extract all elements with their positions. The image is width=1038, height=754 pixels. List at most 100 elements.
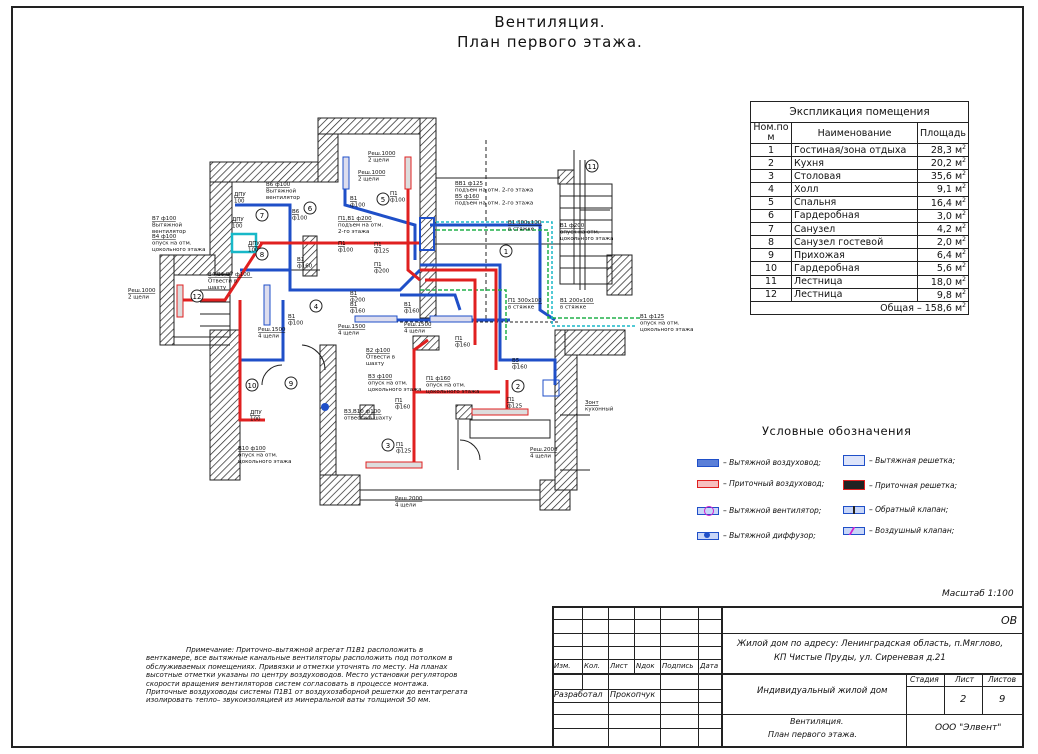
address-line-2: КП Чистые Пруды, ул. Сиреневая д.21 — [774, 653, 946, 663]
annotation-line: 2 щели — [128, 295, 149, 301]
legend-label: – Приточный воздуховод; — [723, 479, 825, 488]
title-block: Изм. Кол. Лист Nдок Подпись Дата Разрабо… — [552, 606, 1024, 748]
annotation-line: ф100 — [350, 203, 366, 209]
col-name: Наименование — [790, 122, 919, 144]
annotation-line: В5 ф160 — [455, 194, 480, 200]
note-line: Приточные воздуховоды системы П1В1 от во… — [146, 688, 468, 697]
legend-item-exhaust-diffuser: – Вытяжной диффузор; — [697, 531, 816, 540]
room-name: Санузел — [790, 221, 919, 237]
room-area: 20,2 м2 — [917, 156, 969, 171]
room-name: Спальня — [790, 195, 919, 210]
annotation-line: в стяжке — [508, 305, 535, 311]
area-value: 9,8 — [936, 289, 952, 301]
annotation-line: ф160 — [455, 343, 471, 349]
room-number-1: 1 — [499, 244, 513, 258]
room-number-5: 5 — [376, 192, 390, 206]
annotation-line: П1 300х100 — [508, 298, 542, 304]
legend-label: – Обратный клапан; — [869, 505, 949, 514]
annotation-line: В5 — [512, 358, 520, 364]
area-value: 6,4 — [936, 250, 952, 262]
room-number-4: 4 — [309, 299, 323, 313]
area-unit: м — [955, 250, 963, 262]
annotation-line: Реш.1500 — [338, 324, 366, 330]
doc-code: ОВ — [1001, 614, 1018, 627]
annotation-line: 100 — [248, 248, 259, 254]
note: Примечание: Приточно–вытяжной агрегат П1… — [146, 646, 546, 705]
wall — [564, 329, 626, 356]
note-line: скорости вращения вентиляторов систем со… — [146, 679, 429, 688]
exhaust-grille — [263, 284, 271, 326]
area-value: 35,6 — [930, 171, 952, 183]
legend-title: Условные обозначения — [762, 424, 912, 438]
wall — [319, 344, 337, 496]
area-unit: м — [955, 184, 963, 196]
annotation-line: Реш.2000 — [395, 496, 423, 502]
annotation-line: цокольного этажа — [426, 389, 479, 395]
walls — [159, 117, 633, 511]
annotation-line: в стяжке — [508, 227, 535, 233]
explication-table: Экспликация помещения Ном.по м Наименова… — [750, 101, 969, 316]
area-unit: м — [955, 224, 963, 236]
exhaust-duct — [400, 293, 462, 311]
annotation-line: 2 щели — [368, 158, 389, 164]
exhaust-grille — [354, 315, 398, 323]
annotation-line: ВВ1 ф125 — [455, 181, 483, 187]
kitchen-hood — [542, 379, 560, 397]
annotation-line: 4 щели — [258, 334, 279, 340]
area-value: 20,2 — [930, 158, 952, 170]
room-label: 8 — [260, 251, 264, 259]
annotation-line: 4 щели — [338, 331, 359, 337]
title-line-2: План первого этажа. — [457, 33, 643, 51]
exhaust-fan-icon — [697, 505, 719, 516]
annotation-line: ДПУ — [248, 241, 260, 247]
annotation-line: ф100 — [338, 248, 354, 254]
exhaust-duct-icon — [697, 458, 719, 467]
exhaust-grille — [342, 156, 350, 190]
annotation-line: 4 щели — [395, 503, 416, 509]
legend-item-exhaust-fan: – Вытяжной вентилятор; — [697, 505, 821, 516]
exhaust-diffuser — [321, 403, 329, 411]
wall — [209, 329, 241, 481]
legend-item-supply-grille: – Приточная решетка; — [843, 480, 957, 490]
room-label: 3 — [386, 442, 390, 450]
annotation-line: цокольного этажа — [560, 236, 613, 242]
room-number-10: 10 — [245, 378, 259, 392]
area-unit: м — [955, 171, 963, 183]
note-line: изолировать тепло– звукоизоляцией из мин… — [146, 696, 431, 705]
annotation-line: П1 — [396, 442, 404, 448]
annotation-line: опуск на отм. — [368, 381, 408, 387]
sheets-label: Листов — [988, 675, 1017, 684]
annotation-line: В6 — [292, 209, 300, 215]
sheet-number: 2 — [960, 694, 967, 705]
supply-grille — [404, 156, 412, 190]
room-label: 2 — [516, 383, 520, 391]
area-value: 18,0 — [930, 276, 952, 288]
supply-grille — [176, 284, 184, 318]
header-ndok: Nдок — [636, 662, 655, 670]
stage-label: Стадия — [910, 675, 939, 684]
annotation-line: 4 щели — [404, 329, 425, 335]
annotation-line: В1 — [297, 257, 304, 263]
annotation-line: В1 — [288, 314, 295, 320]
